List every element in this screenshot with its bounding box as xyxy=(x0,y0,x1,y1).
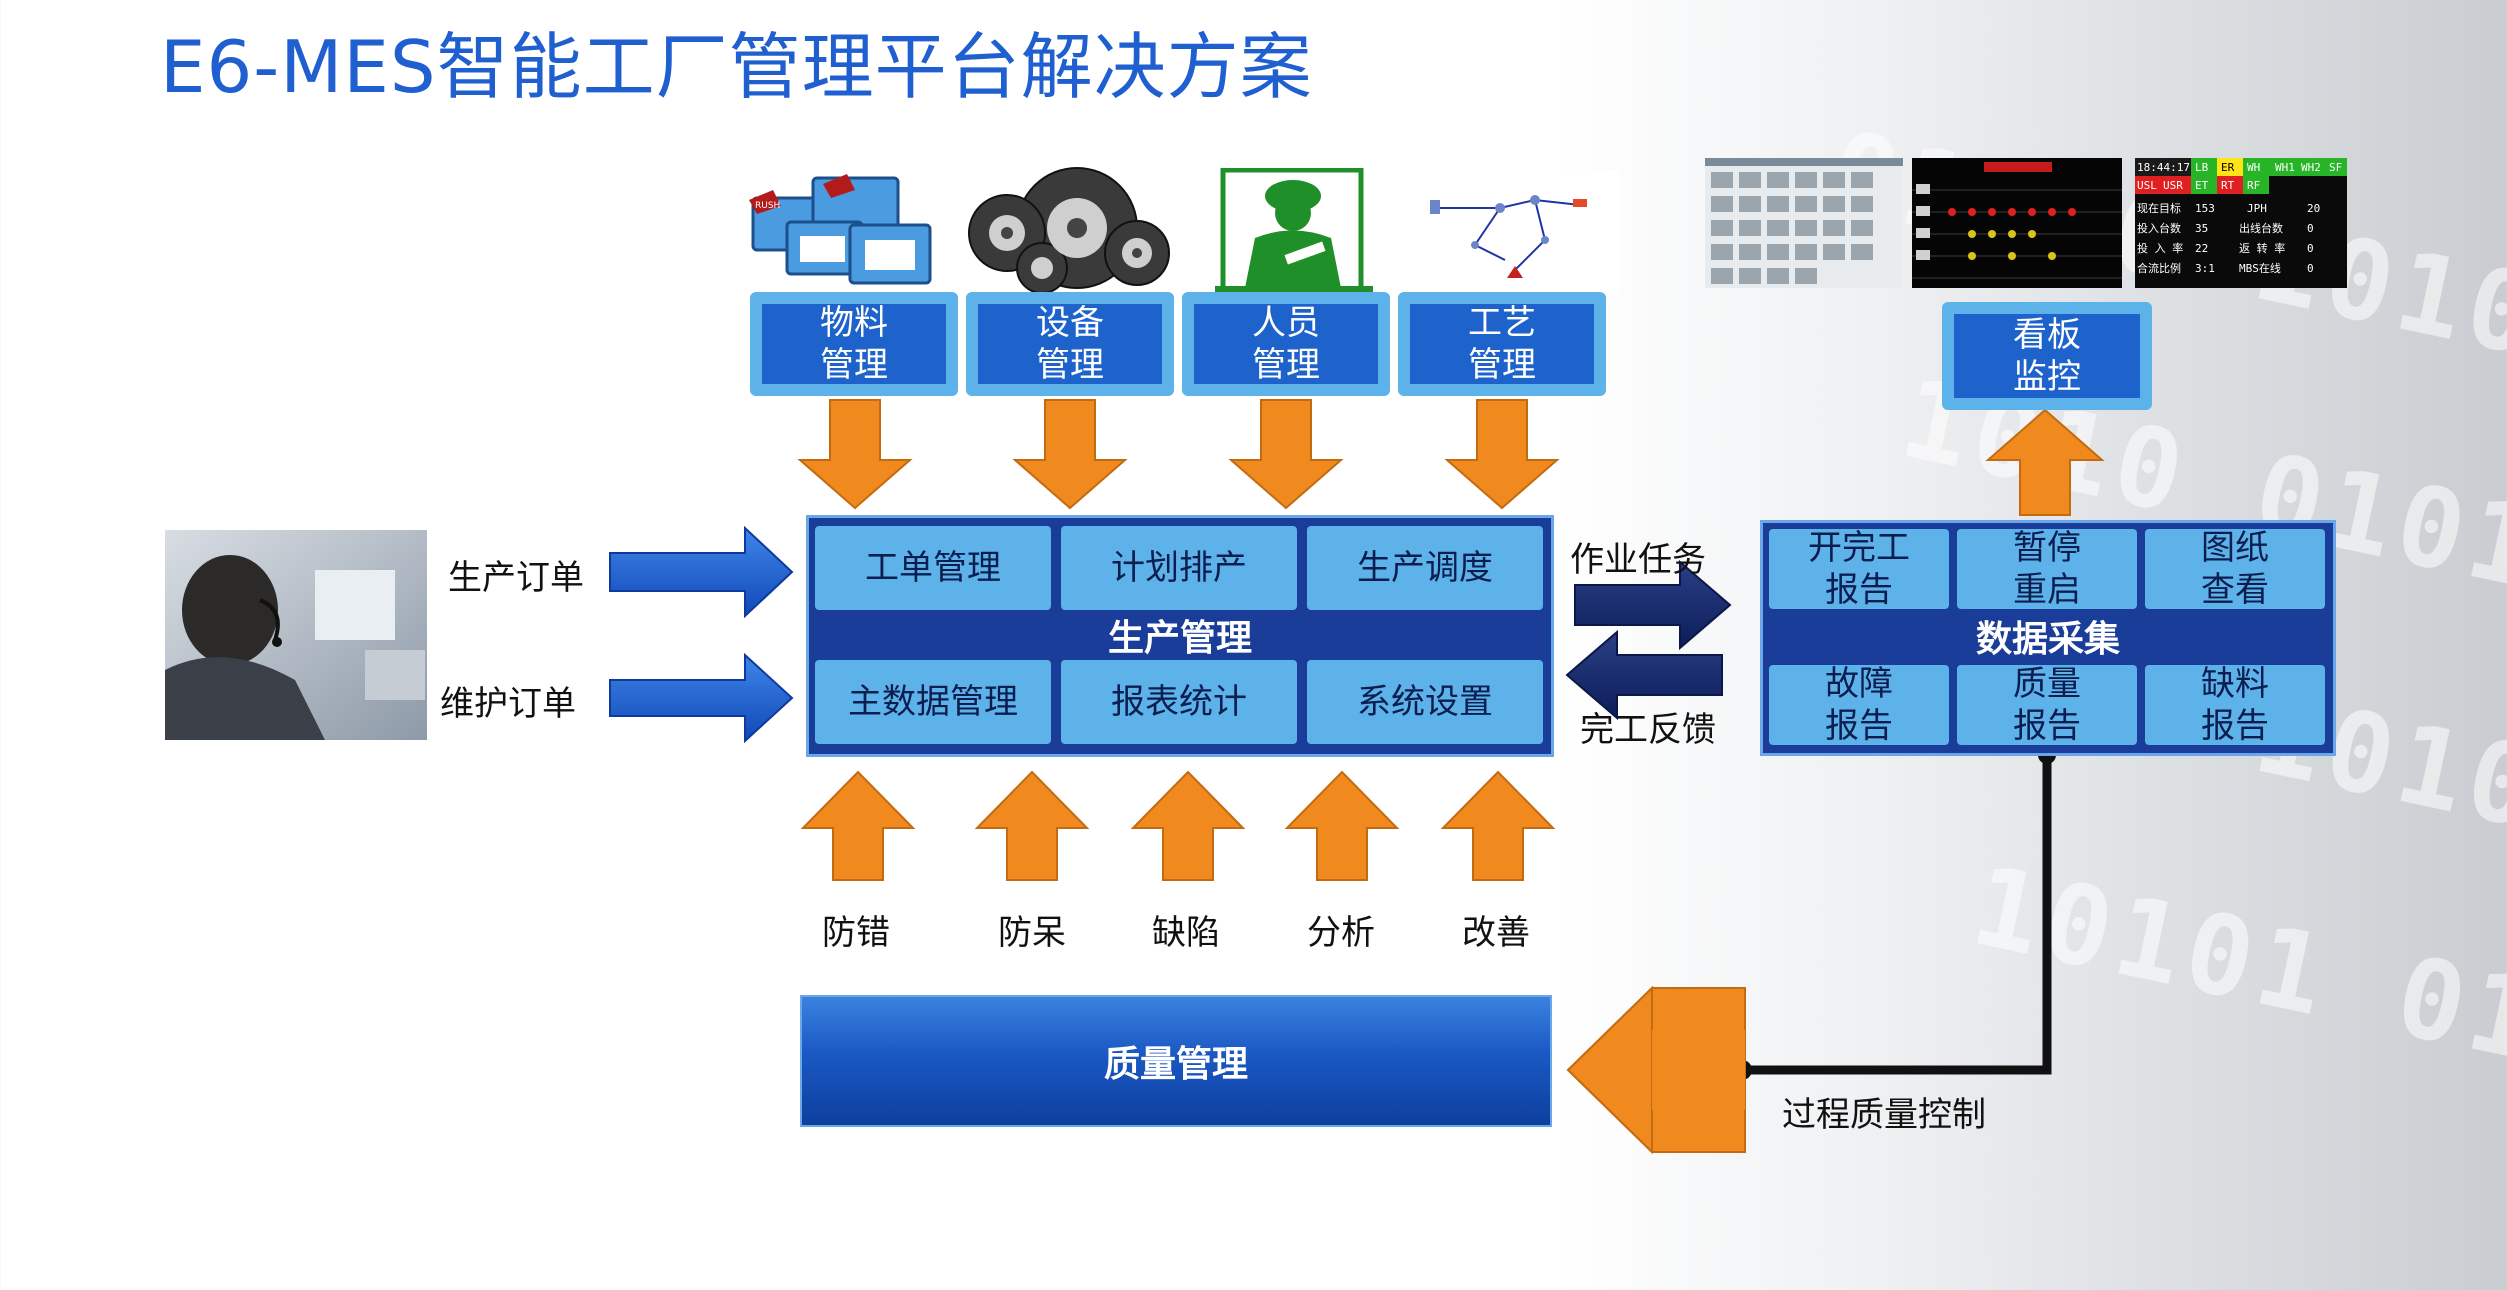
fool-proofing-label: 防呆 xyxy=(998,913,1066,953)
svg-text:35: 35 xyxy=(2195,222,2208,235)
kanban-up-arrow xyxy=(1985,408,2105,516)
system-settings[interactable]: 系统设置 xyxy=(1307,660,1543,744)
production-order-label: 生产订单 xyxy=(448,558,584,598)
analysis-label: 分析 xyxy=(1307,913,1375,953)
shortage-report[interactable]: 缺料 报告 xyxy=(2145,664,2325,746)
material-icon: RUSH xyxy=(749,174,932,285)
svg-text:现在目标: 现在目标 xyxy=(2137,201,2181,215)
quality-report[interactable]: 质量 报告 xyxy=(1957,664,2137,746)
material-management[interactable]: 物料 管理 xyxy=(750,292,958,396)
svg-text:MBS在线: MBS在线 xyxy=(2239,261,2281,275)
report-statistics[interactable]: 报表统计 xyxy=(1061,660,1297,744)
data-collection-title: 数据采集 xyxy=(1975,619,2120,660)
svg-text:RF: RF xyxy=(2247,179,2260,192)
pause-restart[interactable]: 暂停 重启 xyxy=(1957,528,2137,610)
svg-text:出线台数: 出线台数 xyxy=(2239,221,2283,235)
equipment-management[interactable]: 设备 管理 xyxy=(966,292,1174,396)
svg-text:SF: SF xyxy=(2329,161,2342,174)
maintenance-order-label: 维护订单 xyxy=(440,684,576,724)
order-arrows xyxy=(609,525,794,744)
svg-text:JPH: JPH xyxy=(2247,202,2267,215)
improvement-label: 改善 xyxy=(1462,913,1530,953)
module-down-arrows xyxy=(797,399,1560,510)
module-label: 物料 管理 xyxy=(762,303,946,385)
svg-text:返 转 率: 返 转 率 xyxy=(2239,241,2285,255)
kanban-monitoring[interactable]: 看板 监控 xyxy=(1942,302,2152,410)
work-order-management[interactable]: 工单管理 xyxy=(815,526,1051,610)
production-scheduling[interactable]: 计划排产 xyxy=(1061,526,1297,610)
svg-text:3:1: 3:1 xyxy=(2195,262,2215,275)
svg-text:ET: ET xyxy=(2195,179,2209,192)
kanban-screen-thumbnail-1 xyxy=(1705,158,1903,288)
module-label: 看板 监控 xyxy=(1954,314,2140,398)
svg-text:WH1: WH1 xyxy=(2275,161,2295,174)
svg-text:WH2: WH2 xyxy=(2301,161,2321,174)
production-management-title: 生产管理 xyxy=(1107,618,1252,659)
personnel-management[interactable]: 人员 管理 xyxy=(1182,292,1390,396)
process-quality-line xyxy=(1742,755,2052,1075)
kanban-screen-thumbnail-2 xyxy=(1912,158,2122,288)
quality-management[interactable]: 质量管理 xyxy=(800,995,1552,1127)
task-arrow xyxy=(1574,559,1732,651)
svg-text:0: 0 xyxy=(2307,262,2314,275)
module-label: 人员 管理 xyxy=(1194,303,1378,385)
fault-report[interactable]: 故障 报告 xyxy=(1769,664,1949,746)
completion-feedback-label: 完工反馈 xyxy=(1580,710,1716,750)
bottom-up-arrows xyxy=(800,770,1556,881)
svg-text:合流比例: 合流比例 xyxy=(2137,261,2181,275)
svg-text:ER: ER xyxy=(2221,161,2235,174)
svg-text:WH: WH xyxy=(2247,161,2260,174)
process-flow-icon xyxy=(1405,170,1620,295)
svg-text:20: 20 xyxy=(2307,202,2320,215)
svg-text:投 入 率: 投 入 率 xyxy=(2137,241,2183,255)
svg-text:LB: LB xyxy=(2195,161,2209,174)
svg-text:0: 0 xyxy=(2307,222,2314,235)
defect-label: 缺陷 xyxy=(1152,913,1220,953)
module-label: 设备 管理 xyxy=(978,303,1162,385)
svg-text:RUSH: RUSH xyxy=(755,201,780,211)
svg-text:22: 22 xyxy=(2195,242,2208,255)
error-proofing-label: 防错 xyxy=(822,913,890,953)
svg-text:USR: USR xyxy=(2163,179,2183,192)
svg-text:0: 0 xyxy=(2307,242,2314,255)
data-collection-panel: 开完工 报告 暂停 重启 图纸 查看 数据采集 故障 报告 质量 报告 缺料 报… xyxy=(1760,520,2336,756)
operator-photo xyxy=(165,530,427,740)
production-management-panel: 工单管理 计划排产 生产调度 生产管理 主数据管理 报表统计 系统设置 xyxy=(806,515,1554,757)
start-finish-report[interactable]: 开完工 报告 xyxy=(1769,528,1949,610)
worker-icon xyxy=(1215,168,1373,306)
production-dispatch[interactable]: 生产调度 xyxy=(1307,526,1543,610)
svg-text:153: 153 xyxy=(2195,202,2215,215)
page-title: E6-MES智能工厂管理平台解决方案 xyxy=(160,25,1313,109)
svg-text:RT: RT xyxy=(2221,179,2235,192)
work-task-label: 作业任务 xyxy=(1570,540,1706,580)
process-quality-control-label: 过程质量控制 xyxy=(1782,1095,1986,1135)
svg-text:18:44:17: 18:44:17 xyxy=(2137,161,2190,174)
svg-text:投入台数: 投入台数 xyxy=(2137,221,2181,235)
svg-text:USL: USL xyxy=(2137,179,2157,192)
drawing-view[interactable]: 图纸 查看 xyxy=(2145,528,2325,610)
kanban-screen-thumbnail-3: 18:44:17 LB ER WH WH1 WH2 SF USL USR ET … xyxy=(2135,158,2347,288)
equipment-icon xyxy=(968,167,1170,294)
process-management[interactable]: 工艺 管理 xyxy=(1398,292,1606,396)
feedback-arrow xyxy=(1565,629,1723,721)
module-label: 工艺 管理 xyxy=(1410,303,1594,385)
master-data-management[interactable]: 主数据管理 xyxy=(815,660,1051,744)
